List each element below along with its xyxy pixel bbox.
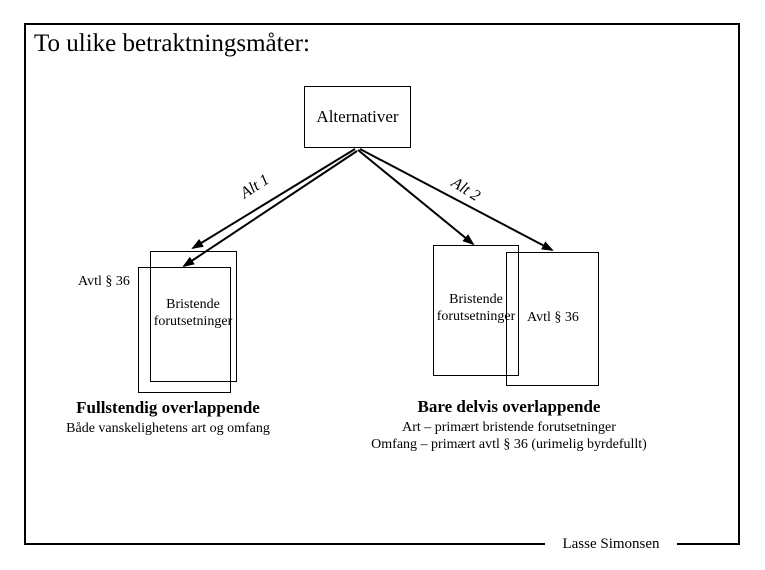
slide-title: To ulike betraktningsmåter:	[34, 30, 310, 57]
left-group-rect-back	[150, 251, 237, 382]
left-conclusion-subtext: Både vanskelighetens art og omfang	[66, 421, 270, 436]
root-node-box: Alternativer	[304, 86, 411, 148]
left-group-rect-front	[138, 267, 231, 393]
left-group-overlap-line1: Bristende	[166, 297, 220, 312]
slide-border-frame	[24, 23, 740, 545]
right-group-rect-b	[506, 252, 599, 386]
right-group-rect-a	[433, 245, 519, 376]
footer-author-name: Lasse Simonsen	[562, 536, 660, 552]
left-group-avtl-label: Avtl § 36	[78, 274, 130, 289]
right-group-avtl-label: Avtl § 36	[527, 310, 579, 325]
right-group-box1-line1: Bristende	[449, 292, 503, 307]
root-node-label: Alternativer	[316, 107, 399, 126]
right-group-box1-text: Bristende forutsetninger	[423, 291, 529, 325]
right-conclusion-subtext-line1: Art – primært bristende forutsetninger	[402, 420, 616, 435]
right-group-box1-line2: forutsetninger	[436, 309, 516, 324]
left-conclusion-block: Fullstendig overlappende Både vanskeligh…	[48, 398, 288, 437]
right-conclusion-block: Bare delvis overlappende Art – primært b…	[343, 397, 675, 453]
left-conclusion-heading: Fullstendig overlappende	[76, 398, 260, 417]
left-group-overlap-line2: forutsetninger	[153, 314, 233, 329]
right-conclusion-subtext-line2: Omfang – primært avtl § 36 (urimelig byr…	[371, 437, 647, 452]
right-conclusion-heading: Bare delvis overlappende	[417, 397, 601, 416]
footer-author-credit: Lasse Simonsen	[545, 535, 677, 554]
left-group-overlap-text: Bristende forutsetninger	[140, 296, 246, 330]
